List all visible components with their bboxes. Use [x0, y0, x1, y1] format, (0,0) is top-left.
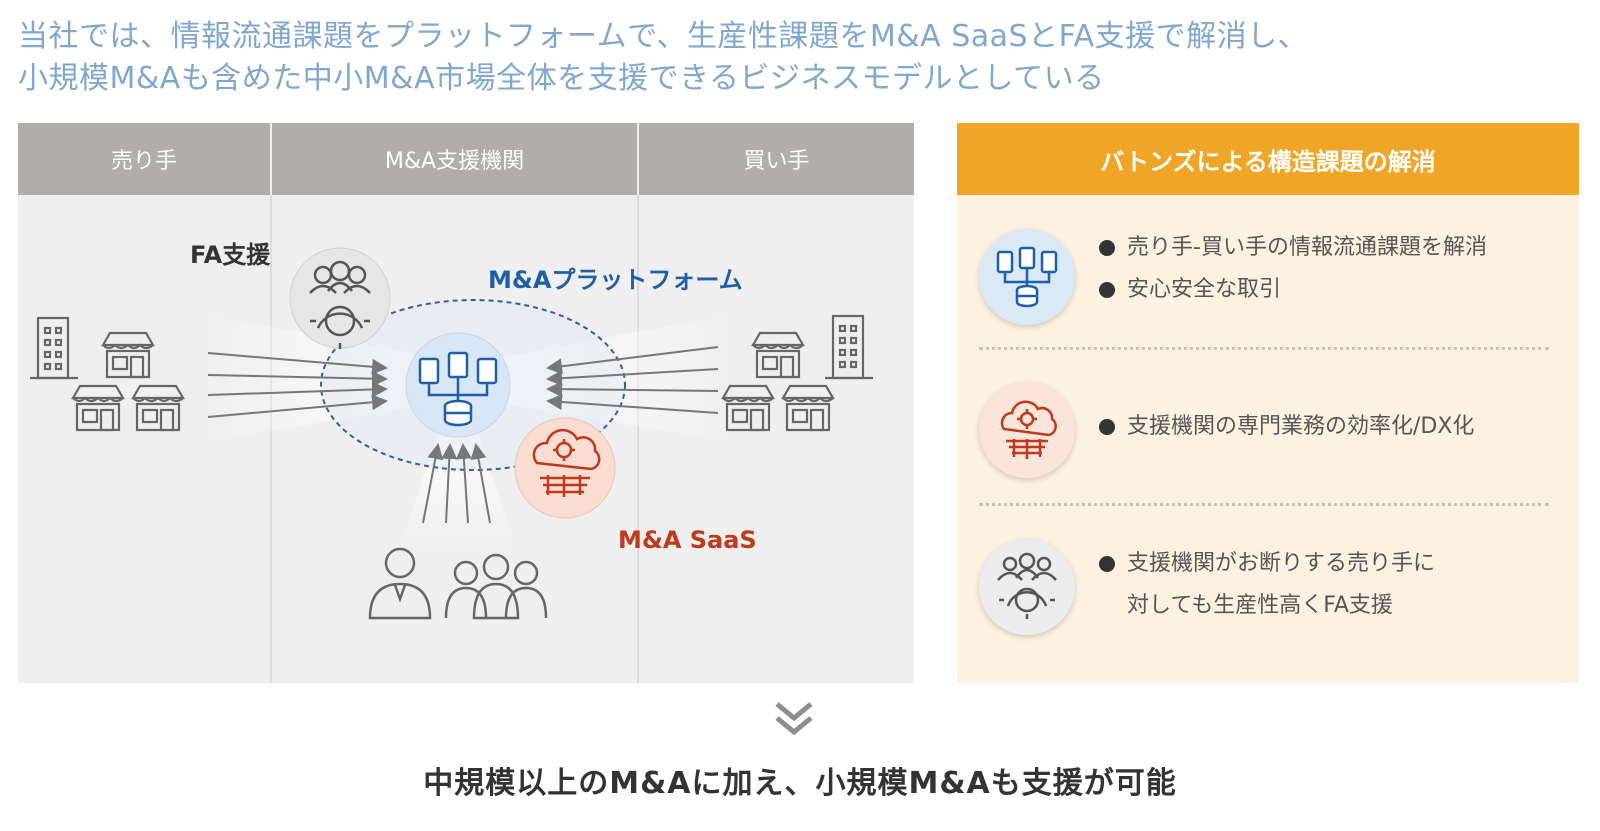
buyer-shop-icon: [781, 384, 835, 432]
advisor-arrows: [422, 443, 491, 524]
bullet-item: 売り手-買い手の情報流通課題を解消: [1097, 227, 1487, 269]
column-header-buyer: 買い手: [639, 123, 914, 195]
advisor-person-icon: [368, 547, 432, 620]
heading-line-2: 小規模M&Aも含めた中小M&A市場全体を支援できるビジネスモデルとしている: [18, 61, 1105, 96]
platform-icon: [979, 229, 1075, 325]
fa-support-icon: [289, 247, 391, 349]
conclusion-text: 中規模以上のM&Aに加え、小規模M&Aも支援が可能: [423, 766, 1177, 801]
bullet-item: 支援機関がお断りする売り手に: [1097, 543, 1435, 585]
column-divider: [270, 195, 272, 683]
diagram-graphics: [30, 247, 873, 620]
seller-arrows: [207, 352, 388, 418]
structural-issues-panel: バトンズによる構造課題の解消 売り手-買い手の情報流通課題を解消 安心安全な取引: [957, 123, 1579, 683]
seller-shop-icon: [71, 384, 125, 432]
buyer-shop-icon: [721, 384, 775, 432]
advisor-team-icon: [444, 553, 548, 620]
bullet-list: 売り手-買い手の情報流通課題を解消 安心安全な取引: [1097, 227, 1487, 311]
seller-office-building-icon: [30, 316, 78, 380]
divider: [979, 347, 1549, 350]
ma-diagram: 売り手 M&A支援機関 買い手: [18, 123, 914, 683]
cloud-saas-icon: [514, 417, 616, 519]
double-chevron-down-icon: [775, 702, 813, 736]
divider: [979, 503, 1549, 506]
bullet-item-continuation: 対しても生産性高くFA支援: [1127, 593, 1393, 618]
buyer-arrows: [546, 346, 719, 414]
column-header-seller: 売り手: [18, 123, 270, 195]
saas-label: M&A SaaS: [618, 526, 757, 554]
bullet-item: 支援機関の専門業務の効率化/DX化: [1097, 406, 1474, 448]
page-heading: 当社では、情報流通課題をプラットフォームで、生産性課題をM&A SaaSとFA支…: [18, 16, 1308, 100]
column-header-ma-advisor: M&A支援機関: [272, 123, 637, 195]
cloud-saas-icon: [979, 382, 1075, 478]
buyer-office-building-icon: [825, 314, 873, 380]
seller-shop-icon: [101, 331, 155, 379]
platform-icon: [405, 332, 511, 438]
heading-line-1: 当社では、情報流通課題をプラットフォームで、生産性課題をM&A SaaSとFA支…: [18, 19, 1309, 54]
column-divider: [270, 123, 272, 195]
panel-title: バトンズによる構造課題の解消: [957, 123, 1579, 195]
platform-label: M&Aプラットフォーム: [488, 266, 743, 294]
bullet-list: 支援機関の専門業務の効率化/DX化: [1097, 406, 1474, 448]
column-divider: [637, 123, 639, 195]
buyer-shop-icon: [751, 331, 805, 379]
column-divider: [637, 195, 639, 683]
team-gear-icon: [979, 539, 1075, 635]
bullet-list: 支援機関がお断りする売り手に 対しても生産性高くFA支援: [1097, 543, 1435, 627]
bullet-item: 安心安全な取引: [1097, 269, 1487, 311]
seller-shop-icon: [131, 384, 185, 432]
fa-support-label: FA支援: [190, 241, 271, 269]
